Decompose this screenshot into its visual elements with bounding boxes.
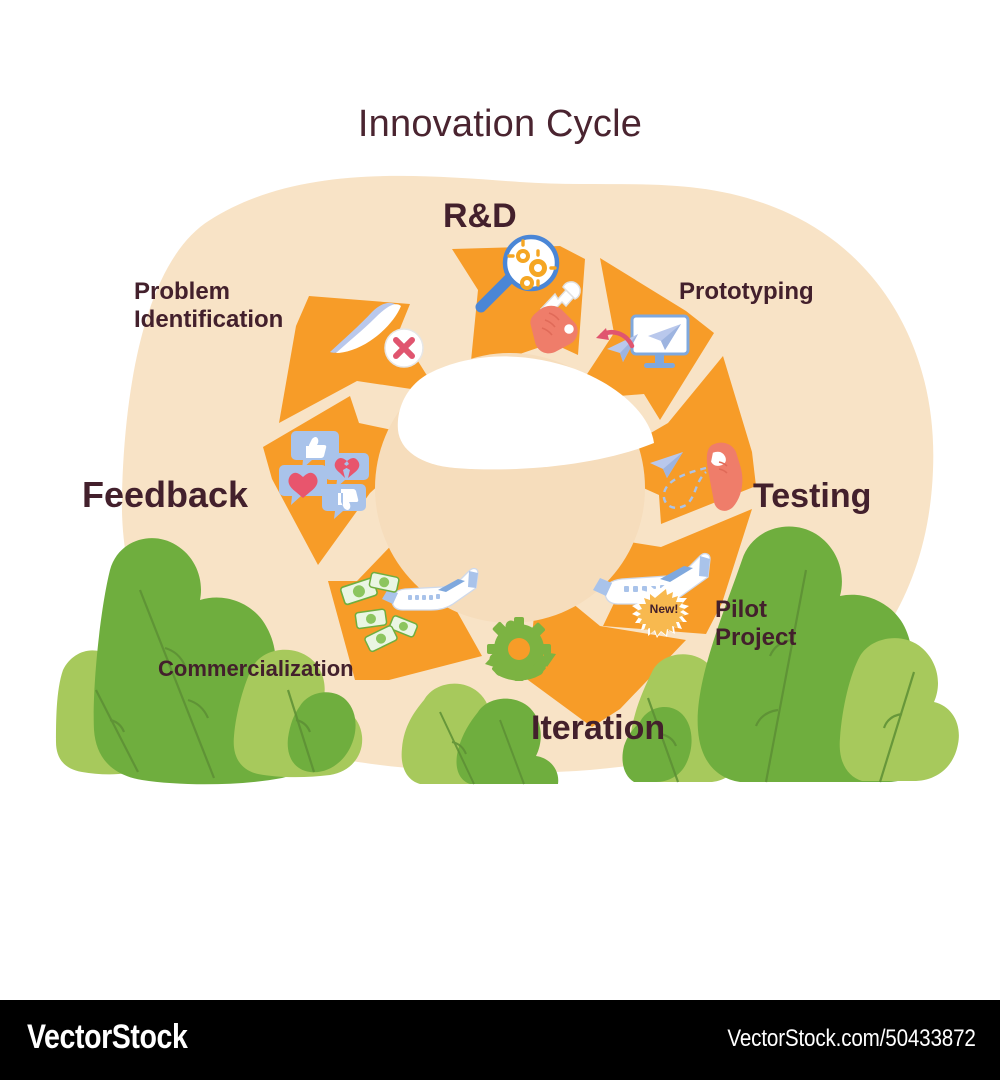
monitor-paper-plane-icon bbox=[596, 314, 690, 368]
label-pilot-project: Pilot Project bbox=[715, 596, 797, 652]
watermark-url: VectorStock.com/50433872 bbox=[727, 1025, 976, 1052]
foliage-left bbox=[56, 538, 363, 785]
segment-problem-identification[interactable] bbox=[279, 296, 438, 423]
airplane-icon bbox=[382, 567, 479, 611]
label-commercialization: Commercialization bbox=[158, 656, 354, 681]
svg-text:New!: New! bbox=[650, 602, 679, 616]
broken-wing-cross-icon bbox=[330, 302, 424, 368]
watermark-brand: VectorStock bbox=[27, 1018, 188, 1056]
banknotes-icon bbox=[339, 571, 418, 653]
label-rd: R&D bbox=[443, 197, 517, 235]
label-testing: Testing bbox=[753, 477, 872, 515]
hand-throwing-paper-plane-icon bbox=[650, 442, 743, 511]
airplane-icon bbox=[593, 552, 711, 605]
new-badge: New! bbox=[632, 583, 689, 638]
cycle-center bbox=[375, 353, 654, 623]
gear-recycle-arrows-icon bbox=[485, 617, 556, 681]
page-title: Innovation Cycle bbox=[357, 103, 643, 145]
watermark-bar bbox=[0, 1000, 1000, 1080]
label-prototyping: Prototyping bbox=[679, 278, 814, 305]
innovation-cycle-illustration: New! bbox=[56, 175, 959, 785]
label-iteration: Iteration bbox=[531, 709, 666, 747]
airplane-new-badge-icon: New! bbox=[593, 552, 711, 638]
label-feedback: Feedback bbox=[82, 474, 249, 515]
foliage-center bbox=[401, 683, 559, 785]
label-problem-identification: Problem Identification bbox=[134, 278, 284, 334]
airplane-money-icon bbox=[339, 567, 479, 653]
magnifier-gears-wrench-icon bbox=[475, 234, 581, 354]
bubble-heart bbox=[279, 465, 327, 505]
reaction-speech-bubbles-icon bbox=[279, 431, 369, 519]
bubble-thumbs-down bbox=[322, 484, 366, 519]
foliage-right bbox=[622, 526, 959, 783]
bubble-broken-heart bbox=[325, 453, 369, 488]
